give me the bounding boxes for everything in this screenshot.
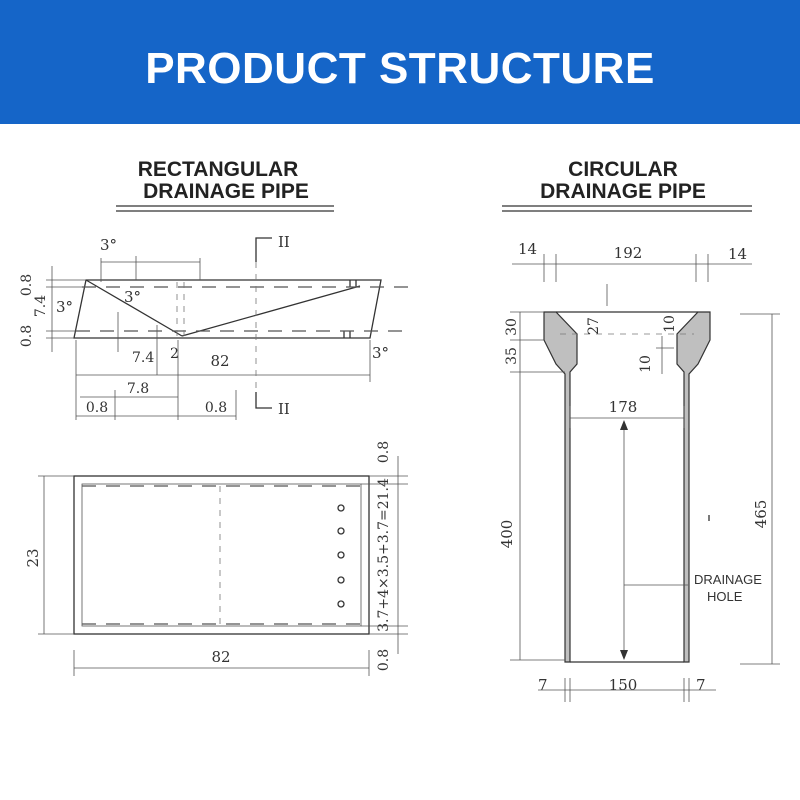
- rect-dim-78: 7.8: [127, 381, 149, 397]
- circ-heading-line2: DRAINAGE PIPE: [540, 180, 706, 203]
- drain-hole-circle: [337, 504, 345, 512]
- rect-dim-74-vertical: 7.4: [33, 295, 49, 317]
- circ-dim-7-left: 7: [538, 676, 548, 694]
- circ-dim-14-right: 14: [728, 245, 747, 263]
- rect-diagonal-left: [85, 279, 183, 337]
- rect-side-outline: [73, 279, 382, 339]
- circ-dim-10-b: 10: [638, 355, 654, 373]
- circ-dim-30: 30: [504, 318, 520, 336]
- header-banner: PRODUCT STRUCTURE: [0, 0, 800, 124]
- circ-section: CIRCULAR DRAINAGE PIPE 14 192 14 30 35 4…: [498, 158, 780, 702]
- rect-heading-line2: DRAINAGE PIPE: [143, 180, 309, 203]
- section-cut-top: [255, 237, 272, 262]
- circ-dim-178: 178: [609, 398, 638, 416]
- rect-plan-outline: [73, 475, 370, 635]
- drain-hole-circle: [337, 576, 345, 584]
- rect-section: RECTANGULAR DRAINAGE PIPE: [19, 158, 412, 676]
- drain-hole-circle: [337, 551, 345, 559]
- drain-hole-circle: [337, 600, 345, 608]
- plan-dim-top-08: 0.8: [376, 441, 392, 463]
- circ-dim-10-a: 10: [662, 315, 678, 333]
- circ-dim-150: 150: [609, 676, 638, 694]
- plan-dim-82: 82: [211, 648, 230, 666]
- drain-hole-circle: [337, 527, 345, 535]
- rect-dim-82: 82: [210, 352, 229, 370]
- circ-wall-left: [543, 311, 578, 663]
- rect-dim-2: 2: [170, 346, 179, 362]
- circ-dim-465: 465: [752, 500, 770, 529]
- drainage-hole-label-line2: HOLE: [707, 589, 743, 604]
- rect-angle-label-b: 3°: [124, 288, 141, 306]
- rect-dim-08-left: 0.8: [86, 400, 108, 416]
- section-label-bottom: II: [278, 400, 290, 418]
- rect-angle-label-a: 3°: [100, 236, 117, 254]
- plan-dim-bottom-08: 0.8: [376, 649, 392, 671]
- rect-angle-label-d: 3°: [372, 344, 389, 362]
- section-label-top: II: [278, 233, 290, 251]
- section-cut-bottom: [255, 392, 272, 409]
- rect-plan-inner: [81, 483, 362, 627]
- rect-dim-top-08: 0.8: [19, 274, 35, 296]
- plan-dim-formula: 3.7+4×3.5+3.7=21.4: [376, 478, 392, 632]
- circ-dim-7-right: 7: [696, 676, 706, 694]
- rect-plan-view: 23 82 0.8 3.7+4×3.5+3.7=21.4 0.8: [24, 441, 408, 676]
- circ-heading-line1: CIRCULAR: [568, 158, 678, 181]
- circ-dim-192: 192: [614, 244, 643, 262]
- rect-dim-08-right: 0.8: [205, 400, 227, 416]
- circ-dim-14-left: 14: [518, 240, 537, 258]
- rect-dim-bottom-08: 0.8: [19, 325, 35, 347]
- page-title: PRODUCT STRUCTURE: [145, 44, 655, 93]
- circ-dim-35: 35: [504, 347, 520, 365]
- rect-dim-74: 7.4: [132, 350, 154, 366]
- rect-heading-line1: RECTANGULAR: [138, 158, 299, 181]
- circ-dim-27: 27: [586, 317, 602, 335]
- circ-dim-400: 400: [498, 520, 516, 549]
- rect-angle-label-c: 3°: [56, 298, 73, 316]
- circ-wall-right: [676, 311, 711, 663]
- drainage-hole-label-line1: DRAINAGE: [694, 572, 762, 587]
- rect-side-view: 3° 3° 3° 3° 0.8 7.4 0.8 7.4 2 82 7.8 0.8…: [19, 233, 412, 420]
- plan-dim-23: 23: [24, 548, 42, 567]
- rect-diagonal-right: [181, 285, 361, 337]
